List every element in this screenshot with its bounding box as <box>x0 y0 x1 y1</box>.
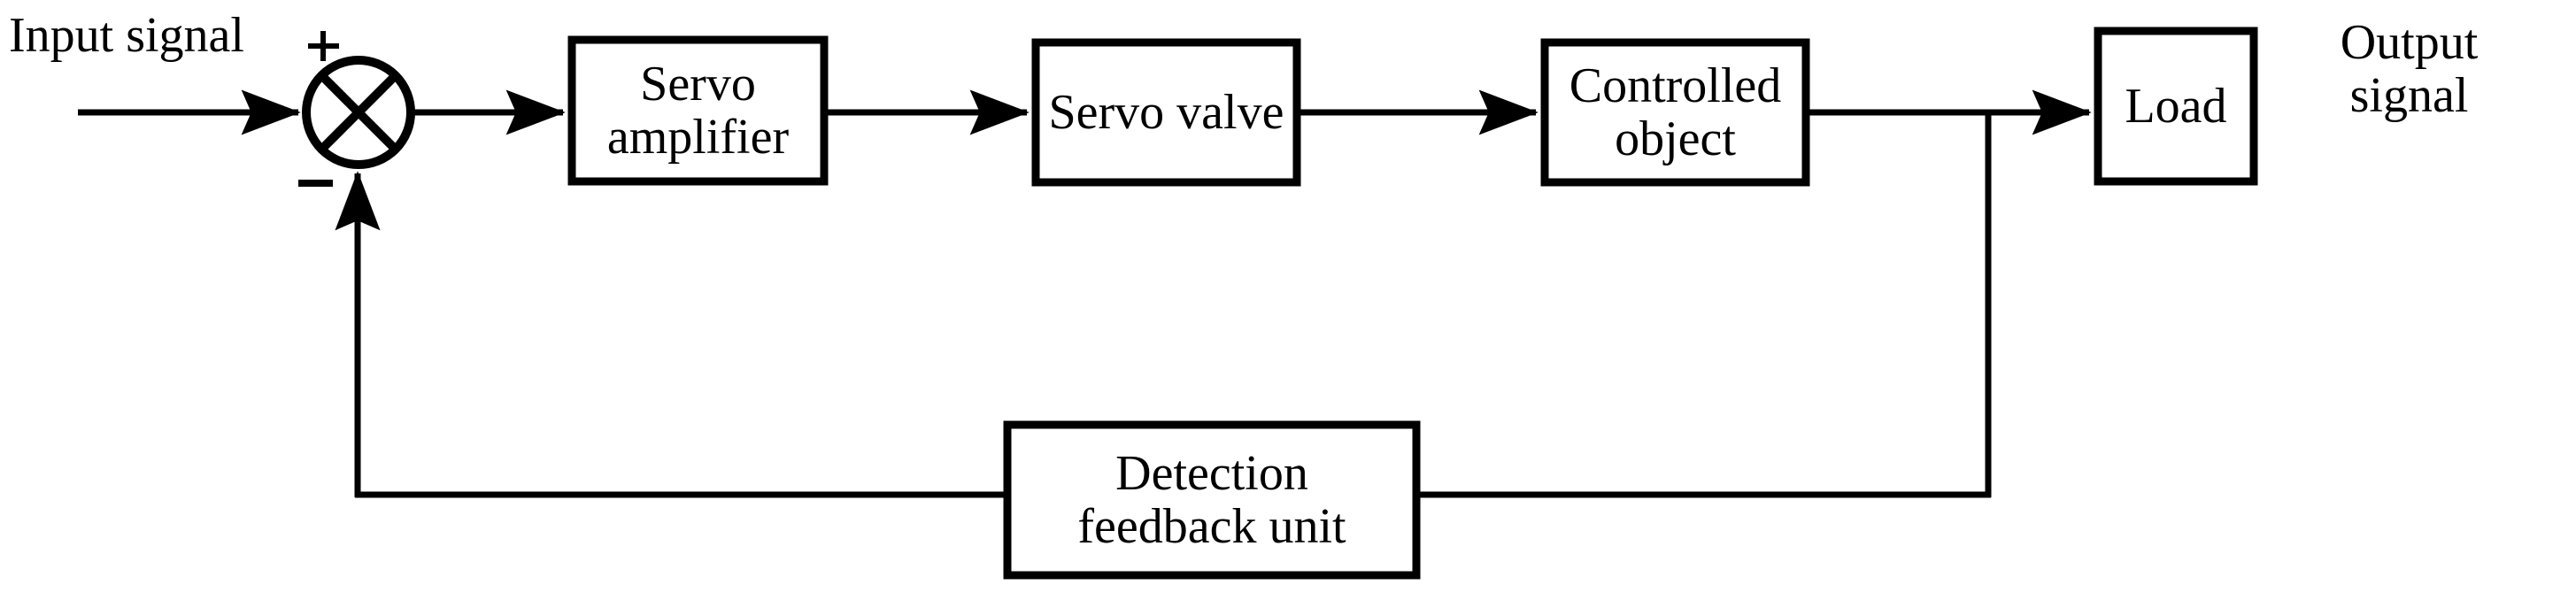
input-signal-label: Input signal <box>9 8 244 63</box>
controlled-object-block-outline <box>1540 38 1810 187</box>
output-signal-label: Output signal <box>2340 15 2479 124</box>
detection-feedback-unit-block-outline <box>1003 420 1421 580</box>
servo-valve-block-outline <box>1031 38 1301 187</box>
load-block-outline <box>2094 27 2258 186</box>
summing-junction-cross-b <box>318 72 399 153</box>
servo-amplifier-block-outline <box>567 35 829 186</box>
